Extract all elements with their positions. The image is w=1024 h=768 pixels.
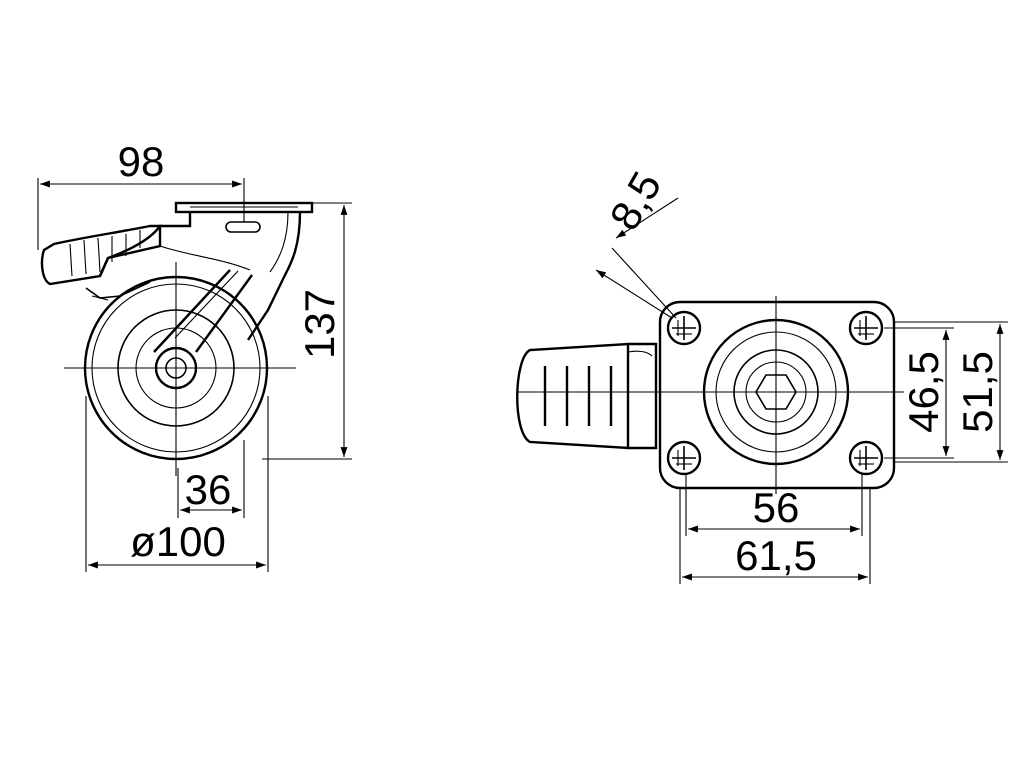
dim-plate-width: 61,5 — [679, 488, 871, 584]
dim-bolt-spacing-x: 56 — [685, 474, 863, 536]
dim-wheel-diameter: ø100 — [85, 396, 269, 572]
bolt-hole-bottom-right — [848, 440, 884, 476]
top-view: 8,5 46,5 51,5 56 61,5 — [516, 164, 1008, 584]
bolt-hole-top-left — [666, 310, 702, 346]
dim-bolt-spacing-y: 46,5 — [884, 327, 954, 459]
dim-overall-width-label: 98 — [118, 138, 165, 185]
dim-bolt-hole-label: 8,5 — [600, 164, 670, 238]
dim-overall-height-label: 137 — [296, 289, 343, 359]
dim-wheel-width: 36 — [177, 440, 245, 518]
side-brake-pedal — [40, 224, 163, 301]
dim-plate-height-label: 51,5 — [954, 351, 1001, 433]
dim-plate-height: 51,5 — [894, 321, 1008, 463]
top-brake-pedal — [516, 342, 658, 450]
bolt-hole-bottom-left — [666, 440, 702, 476]
bolt-hole-top-right — [848, 310, 884, 346]
dim-bolt-hole: 8,5 — [595, 164, 679, 319]
dim-bolt-spacing-x-label: 56 — [753, 484, 800, 531]
dim-wheel-width-label: 36 — [185, 466, 232, 513]
dim-wheel-diameter-label: ø100 — [130, 518, 226, 565]
side-fork — [98, 211, 302, 353]
side-view: 98 137 36 ø100 — [37, 138, 352, 572]
top-mount-plate — [658, 300, 896, 490]
dim-plate-width-label: 61,5 — [735, 532, 817, 579]
dim-bolt-spacing-y-label: 46,5 — [900, 351, 947, 433]
dim-overall-height: 137 — [262, 202, 352, 460]
dim-overall-width: 98 — [37, 138, 245, 250]
